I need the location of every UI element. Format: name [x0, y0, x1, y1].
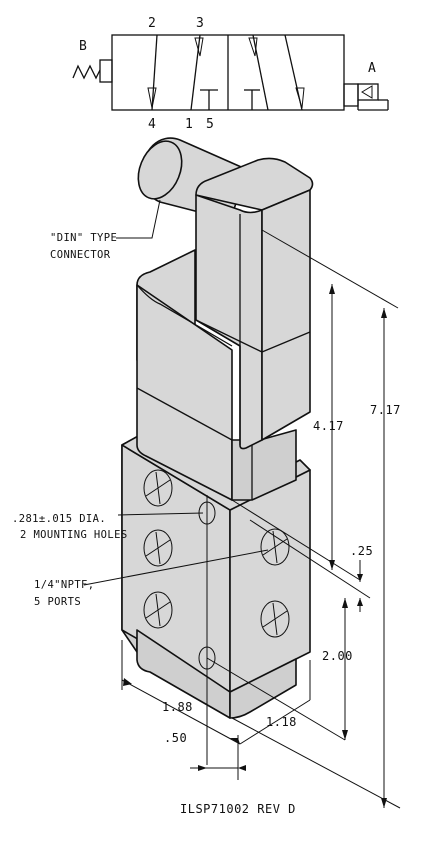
valve-schematic-symbol: 2 3 4 1 5 B A	[72, 16, 389, 132]
solenoid-icon	[361, 85, 373, 99]
drawing-id: ILSP71002 REV D	[180, 802, 296, 816]
port-1-label: 1	[185, 117, 193, 132]
solenoid-housing-left	[136, 284, 233, 501]
din-plug-top	[195, 157, 314, 211]
din-callout-line1: "DIN" TYPE	[50, 232, 117, 244]
holes-callout-line1: .281±.015 DIA.	[12, 513, 106, 525]
dimension-0-50: .50	[164, 731, 187, 745]
port-2-icon	[143, 529, 173, 567]
spring-icon	[72, 64, 101, 80]
dimension-lines	[83, 199, 401, 809]
dimension-2-00: 2.00	[322, 649, 353, 663]
port-1-icon	[143, 469, 173, 507]
din-plug-front	[195, 194, 263, 450]
port-3-icon	[143, 591, 173, 629]
port-2-label: 2	[148, 16, 156, 31]
flow-arrow-1-3	[190, 34, 201, 111]
port-5-label: 5	[206, 117, 214, 132]
port-4-label: 4	[148, 117, 156, 132]
arrow-head	[147, 87, 157, 109]
din-callout-line2: CONNECTOR	[50, 249, 111, 261]
dimension-7-17: 7.17	[370, 403, 401, 417]
dimension-1-18: 1.18	[266, 715, 297, 729]
valve-isometric-view	[121, 137, 314, 719]
din-connector-face	[137, 140, 183, 200]
solenoid-box	[343, 83, 359, 107]
arrow-head	[194, 37, 204, 57]
ports-callout-line2: 5 PORTS	[34, 596, 81, 608]
port-5-icon	[260, 600, 290, 638]
port-3-label: 3	[196, 16, 204, 31]
ports-callout-line1: 1/4"NPTF,	[34, 579, 95, 591]
dimension-0-25: .25	[350, 544, 373, 558]
flow-arrow	[252, 34, 269, 111]
spring-box	[99, 59, 113, 83]
dimension-4-17: 4.17	[313, 419, 344, 433]
flow-arrow-2-4	[151, 34, 158, 111]
port-a-label: A	[368, 61, 376, 76]
port-b-label: B	[79, 39, 87, 54]
din-plug-side	[261, 189, 311, 441]
dimension-1-88: 1.88	[162, 700, 193, 714]
holes-callout-line2: 2 MOUNTING HOLES	[20, 529, 128, 541]
